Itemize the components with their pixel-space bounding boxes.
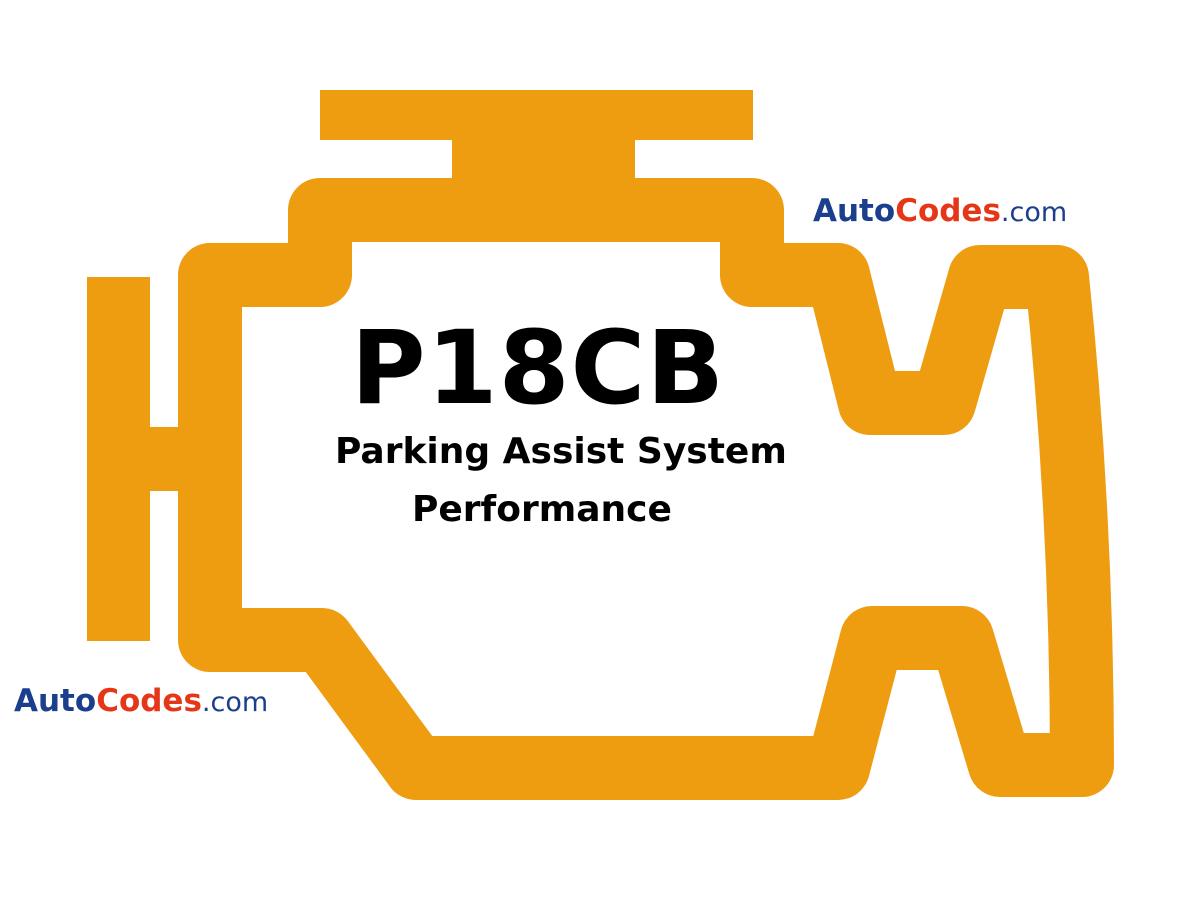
brand-codes-text: Codes — [96, 683, 202, 719]
engine-left-post — [87, 277, 150, 641]
brand-codes-text: Codes — [895, 193, 1001, 229]
trouble-code-description-line2: Performance — [412, 489, 672, 530]
brand-auto-text: Auto — [813, 193, 896, 229]
brand-tld-text: .com — [201, 687, 269, 718]
brand-auto-text: Auto — [14, 683, 97, 719]
brand-logo-bottom: AutoCodes.com — [14, 686, 268, 717]
brand-logo-top: AutoCodes.com — [813, 196, 1067, 227]
engine-top-bar — [320, 90, 753, 140]
brand-tld-text: .com — [1000, 197, 1068, 228]
trouble-code-description-line1: Parking Assist System — [335, 431, 787, 472]
trouble-code-title: P18CB — [350, 309, 726, 428]
engine-body-outline — [178, 178, 1114, 800]
